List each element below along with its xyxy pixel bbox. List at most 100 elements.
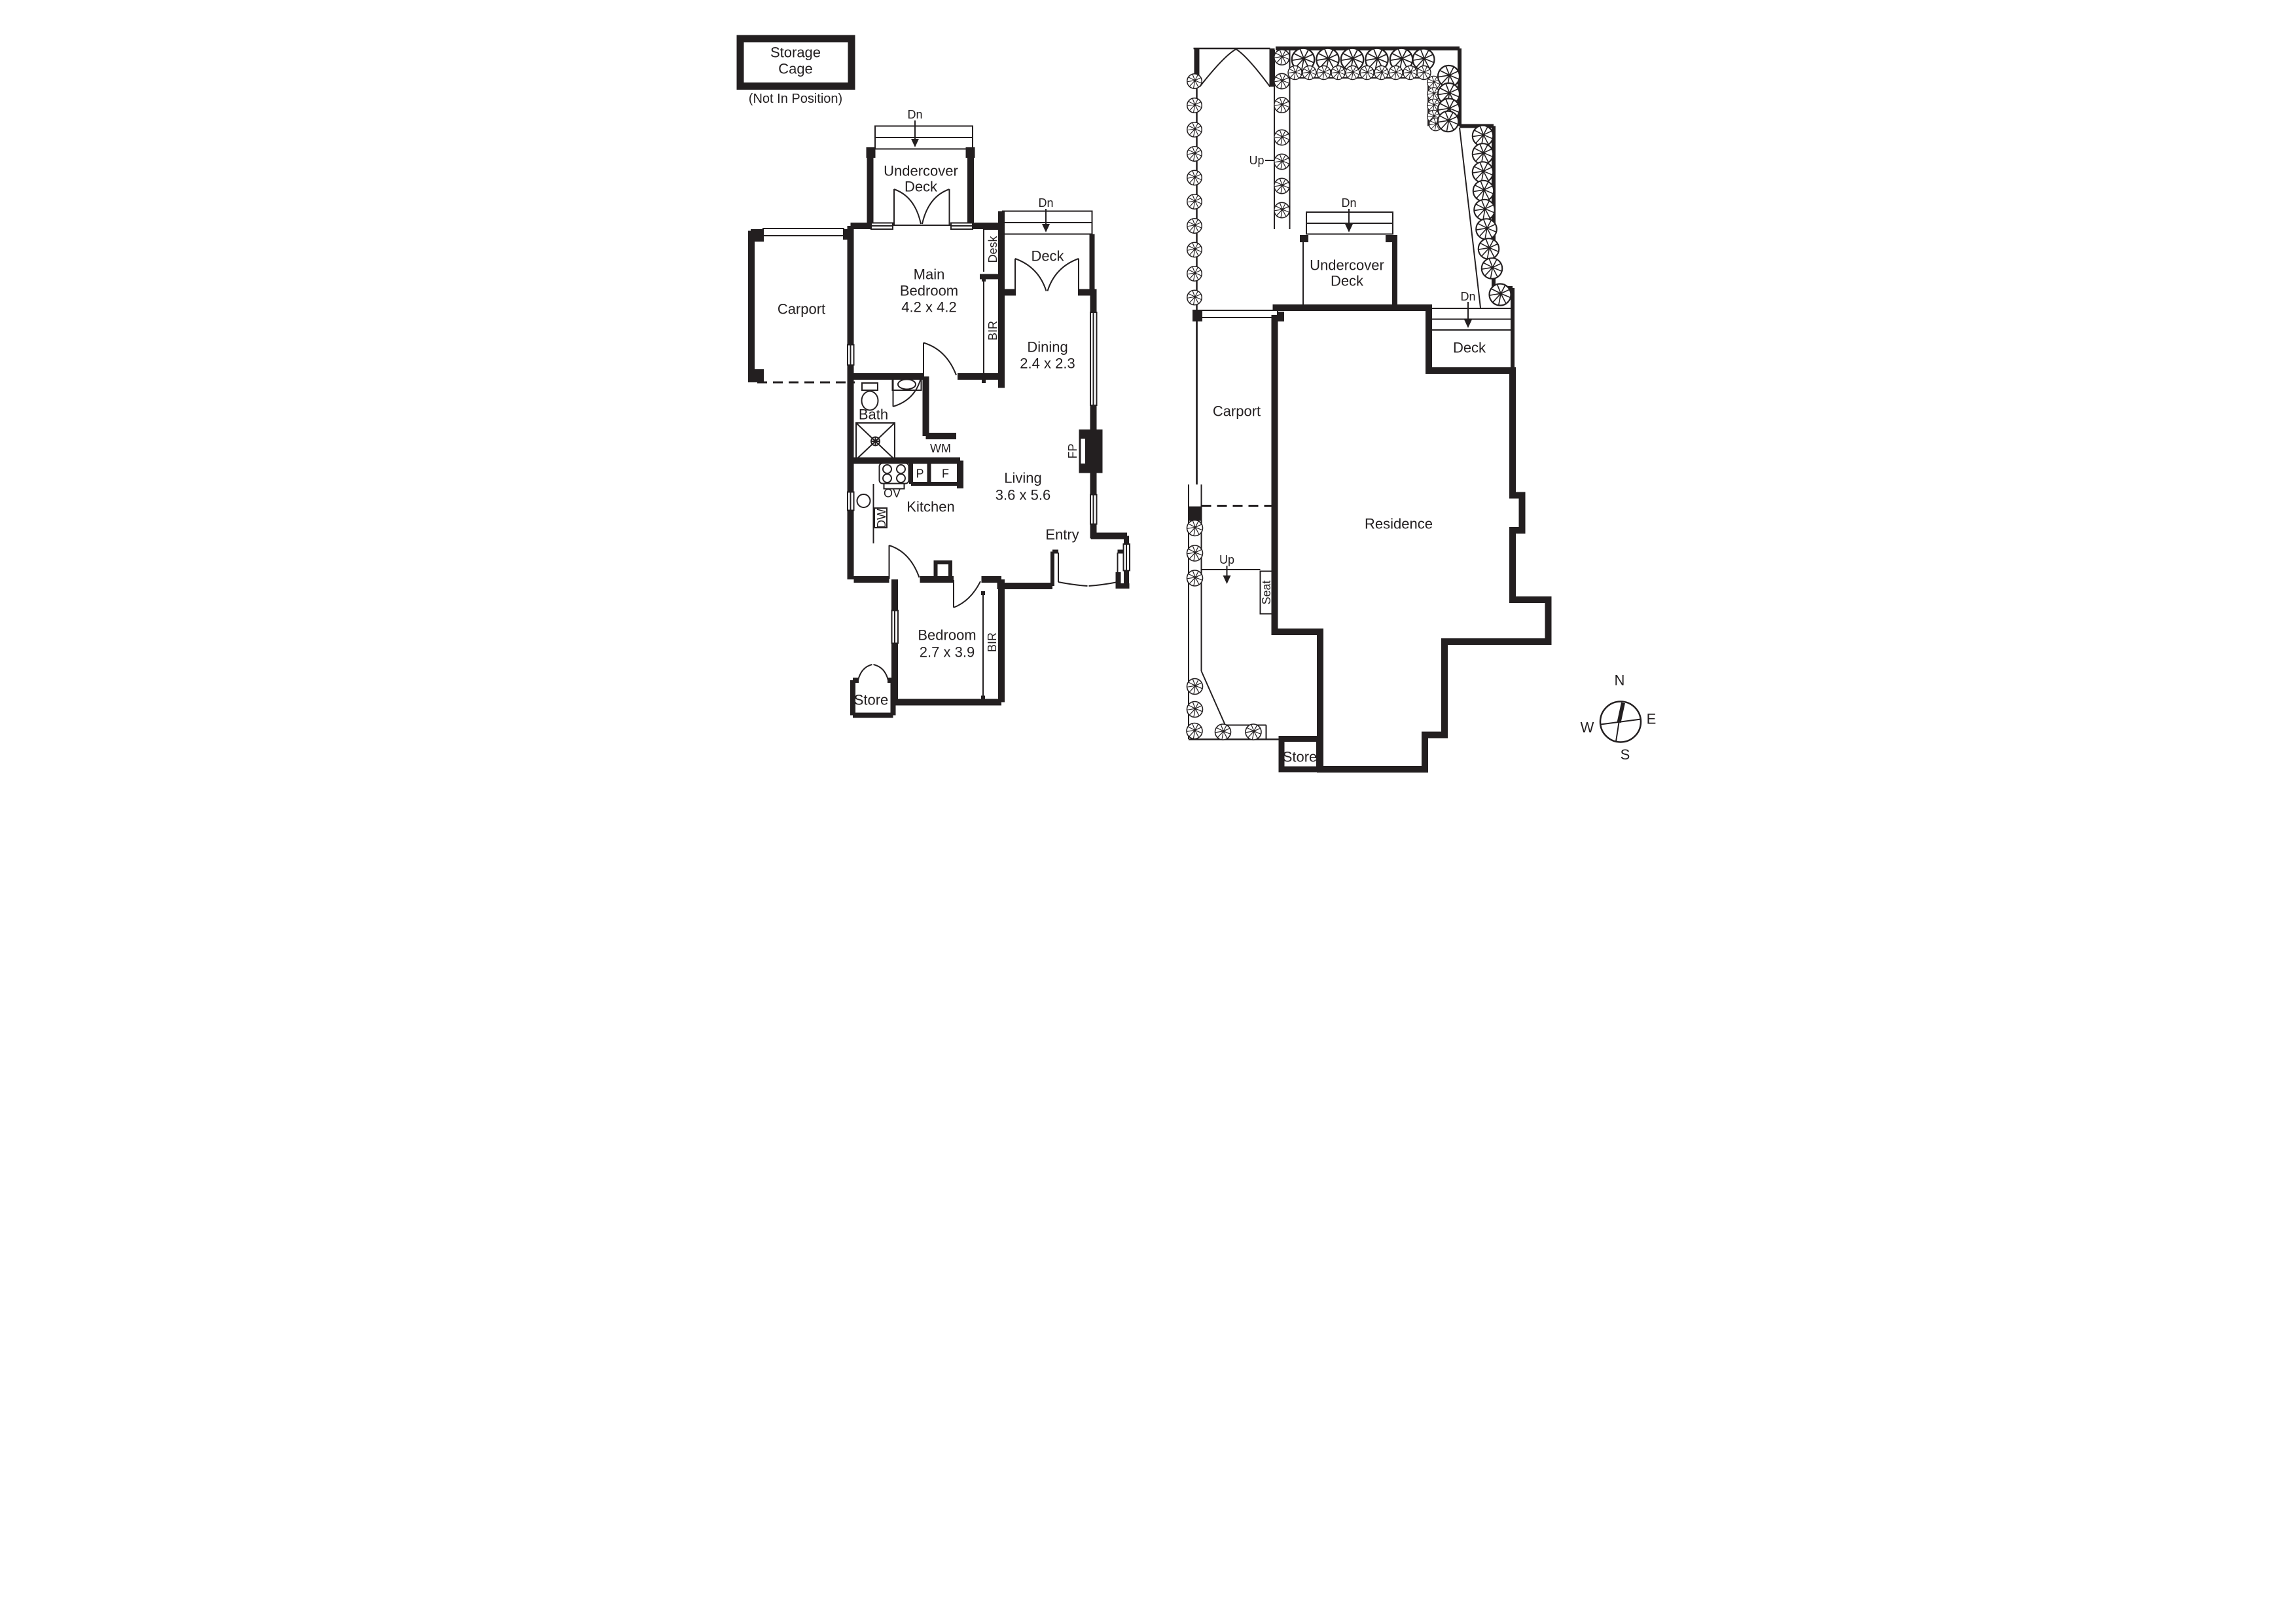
room-label-deck: Deck xyxy=(1031,248,1064,264)
tree-icon xyxy=(1274,49,1290,65)
stairs-down-label: Dn xyxy=(1341,196,1356,210)
room-dims-bedroom: 2.7 x 3.9 xyxy=(920,644,975,661)
compass-east-label: E xyxy=(1647,711,1657,727)
tree-icon xyxy=(1187,170,1202,186)
tree-icon xyxy=(1388,65,1403,81)
tree-icon xyxy=(1437,110,1460,133)
dining-deck-steps: Dn xyxy=(1002,196,1093,235)
label-seat: Seat xyxy=(1260,580,1273,604)
site-undercover-deck: Dn Undercover Deck xyxy=(1300,196,1397,306)
tree-icon xyxy=(1186,519,1204,537)
tree-icon xyxy=(1186,678,1204,695)
unit-plan: Storage Cage (Not In Position) Dn xyxy=(736,35,1130,718)
room-label-entry: Entry xyxy=(1045,526,1079,543)
tree-icon xyxy=(1187,73,1202,89)
tree-icon xyxy=(1187,98,1202,113)
room-label-site-undercover-2: Deck xyxy=(1331,273,1364,289)
tree-icon xyxy=(1187,146,1202,162)
label-bir-bedroom: BIR xyxy=(986,632,999,652)
tree-icon xyxy=(1475,218,1498,240)
room-label-site-store: Store xyxy=(1283,749,1318,765)
room-label-residence: Residence xyxy=(1365,516,1433,532)
room-label-site-undercover-1: Undercover xyxy=(1310,257,1384,274)
tree-icon xyxy=(1416,65,1431,81)
floorplan-page: Storage Cage (Not In Position) Dn xyxy=(574,0,1722,812)
room-label-undercover-deck-1: Undercover xyxy=(884,163,958,179)
tree-icon xyxy=(1477,238,1500,260)
storage-cage-box: Storage Cage (Not In Position) xyxy=(736,35,855,106)
tree-icon xyxy=(1473,198,1496,221)
tree-icon xyxy=(1187,289,1202,306)
tree-icon xyxy=(1274,129,1290,146)
room-label-store: Store xyxy=(854,692,889,708)
label-fireplace: FP xyxy=(1066,443,1079,458)
compass-rose: N E S W xyxy=(1581,672,1657,763)
tree-icon xyxy=(1471,143,1494,165)
tree-icon xyxy=(1331,65,1346,81)
room-label-dining: Dining xyxy=(1027,339,1067,356)
compass-north-label: N xyxy=(1615,672,1625,689)
site-store: Store xyxy=(1189,736,1322,773)
label-oven: OV xyxy=(884,487,901,500)
tree-icon xyxy=(1287,65,1302,81)
site-deck: Dn Deck xyxy=(1429,290,1513,356)
tree-icon xyxy=(1274,202,1290,219)
stairs-up-label: Up xyxy=(1249,154,1264,167)
storage-cage-note: (Not In Position) xyxy=(749,92,842,106)
stairs-down-label: Dn xyxy=(1038,196,1053,210)
stairs-down-label: Dn xyxy=(907,108,922,121)
compass-west-label: W xyxy=(1581,720,1594,736)
room-dims-main-bedroom: 4.2 x 4.2 xyxy=(901,299,956,316)
tree-icon xyxy=(1345,65,1360,81)
stairs-up-label: Up xyxy=(1219,553,1234,566)
compass-south-label: S xyxy=(1621,746,1630,763)
fireplace xyxy=(1079,429,1103,473)
tree-icon xyxy=(1187,218,1202,234)
tree-icon xyxy=(1316,65,1331,81)
room-label-main-bedroom-1: Main xyxy=(914,266,945,283)
room-label-living: Living xyxy=(1004,470,1041,486)
room-dims-dining: 2.4 x 2.3 xyxy=(1020,356,1075,372)
tree-icon xyxy=(1302,65,1317,81)
tree-icon xyxy=(1472,179,1495,202)
shower xyxy=(855,422,895,460)
joinery xyxy=(981,228,1001,700)
room-label-bedroom: Bedroom xyxy=(918,627,976,644)
room-label-carport: Carport xyxy=(778,301,825,318)
tree-icon xyxy=(1471,161,1494,183)
floorplan-drawing: Storage Cage (Not In Position) Dn xyxy=(574,0,1722,812)
tree-icon xyxy=(1359,65,1374,81)
site-carport xyxy=(1189,310,1284,521)
room-label-site-carport: Carport xyxy=(1213,403,1261,420)
tree-icon xyxy=(1186,545,1204,562)
room-label-main-bedroom-2: Bedroom xyxy=(900,283,958,299)
unit-carport xyxy=(748,228,855,384)
bath-fixtures xyxy=(855,378,922,460)
unit-deck-steps: Dn xyxy=(874,108,973,150)
unit-windows xyxy=(847,222,1130,644)
room-label-undercover-deck-2: Deck xyxy=(905,179,938,195)
paper-background xyxy=(574,0,1722,812)
tree-icon xyxy=(1186,701,1204,718)
room-label-site-deck: Deck xyxy=(1453,340,1486,356)
tree-icon xyxy=(1403,65,1418,81)
tree-icon xyxy=(1187,242,1202,258)
tree-icon xyxy=(1187,122,1202,137)
tree-icon xyxy=(1187,266,1202,282)
storage-cage-line1: Storage xyxy=(770,45,821,61)
tree-icon xyxy=(1274,73,1290,90)
dishwasher-box xyxy=(874,507,888,528)
label-desk: Desk xyxy=(986,235,999,263)
tree-icon xyxy=(1186,722,1203,740)
storage-cage-line2: Cage xyxy=(778,61,813,77)
tree-icon xyxy=(1374,65,1389,81)
site-seat-steps: Seat Up xyxy=(1201,553,1274,615)
tree-icon xyxy=(1186,570,1204,587)
tree-icon xyxy=(1274,97,1290,113)
room-dims-living: 3.6 x 5.6 xyxy=(996,487,1050,503)
site-plan: Up Dn Undercover Deck Dn Deck xyxy=(1186,46,1552,773)
tree-icon xyxy=(1187,194,1202,210)
room-label-kitchen: Kitchen xyxy=(906,499,954,515)
tree-icon xyxy=(1274,153,1290,170)
kitchen-fixtures xyxy=(856,462,910,543)
